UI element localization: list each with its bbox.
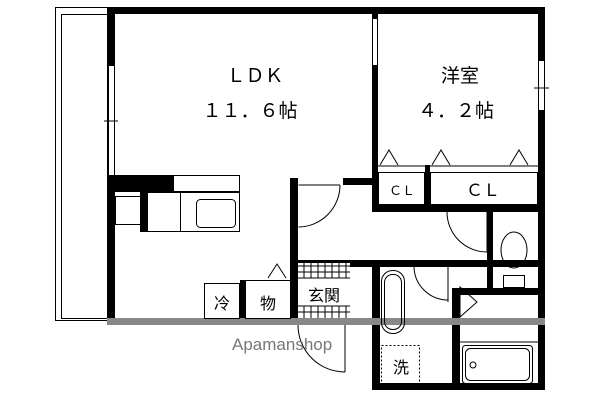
- doors: [297, 184, 488, 373]
- kitchen: [107, 175, 240, 232]
- fridge-label: 冷: [214, 294, 230, 313]
- ldk-size: １１．６帖: [202, 100, 297, 122]
- western-room-size: ４．２帖: [418, 100, 494, 122]
- exterior-edge: [107, 318, 545, 325]
- entrance-tiles: [298, 263, 350, 318]
- ldk-label: ＬＤＫ: [226, 65, 283, 87]
- closet-markers: [267, 149, 538, 319]
- balcony: [55, 7, 108, 321]
- closet-boxes: [378, 172, 538, 205]
- washer-label: 洗: [393, 358, 409, 377]
- watermark: Apamanshop: [232, 335, 332, 354]
- closet-large-label: ＣＬ: [466, 181, 500, 201]
- entrance-label: 玄関: [308, 286, 340, 305]
- sanitary-fixtures: [381, 231, 538, 384]
- closet-small-label: ＣＬ: [389, 184, 415, 199]
- western-room-label: 洋室: [441, 65, 479, 87]
- fridge-storage: [204, 280, 291, 319]
- storage-label: 物: [260, 294, 276, 313]
- windows: [104, 18, 549, 381]
